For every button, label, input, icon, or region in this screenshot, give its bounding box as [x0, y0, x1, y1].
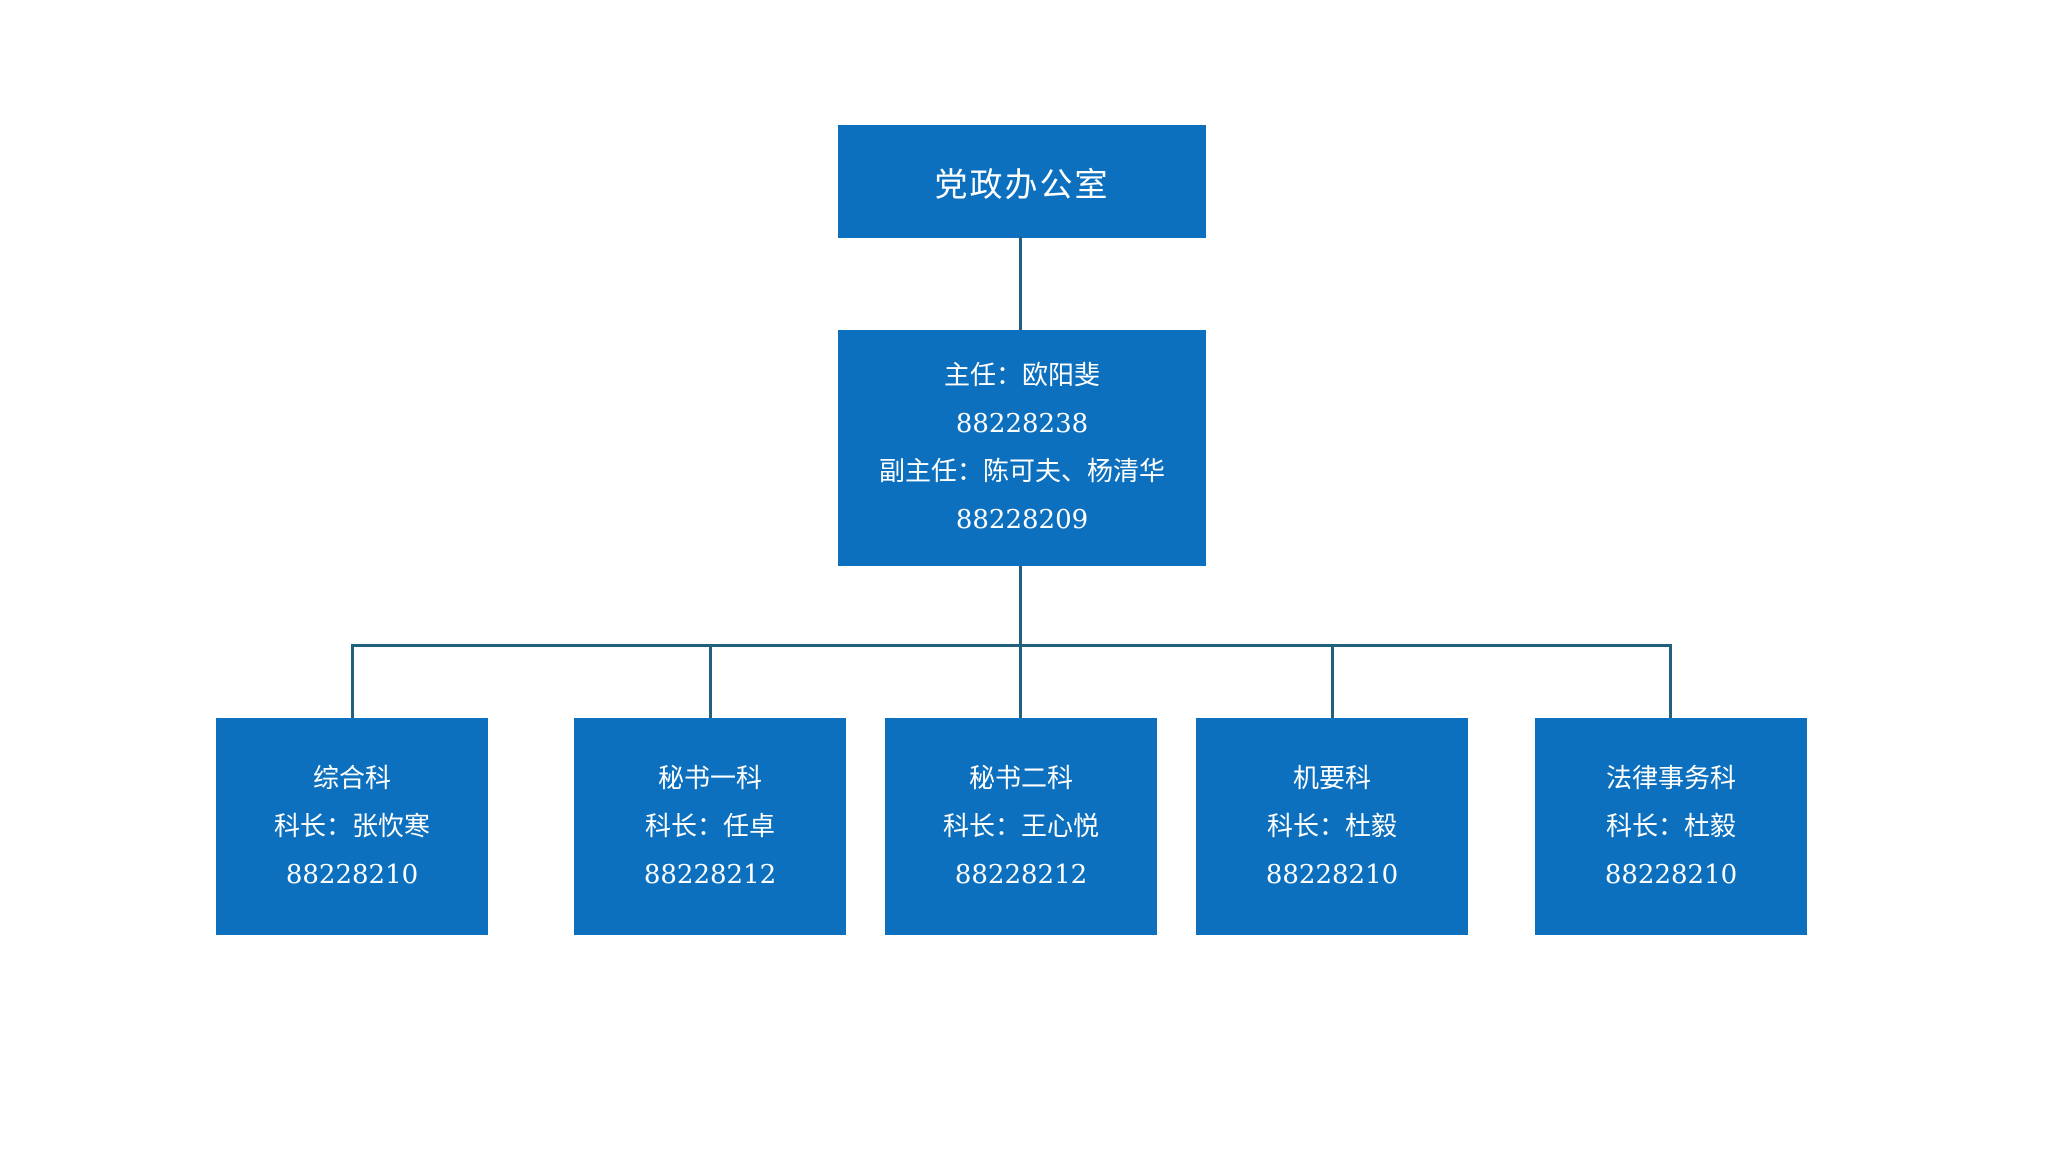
deputy-directors: 副主任：陈可夫、杨清华 [878, 457, 1165, 487]
dept-name: 秘书一科 [657, 763, 762, 794]
dept-name: 机要科 [1292, 763, 1371, 794]
director-phone: 88228238 [955, 409, 1089, 439]
dept-head: 科长：杜毅 [1266, 811, 1397, 842]
dept-name: 综合科 [312, 763, 391, 794]
dept-head: 科长：张忺寒 [273, 811, 430, 842]
org-dept-box-general: 综合科 科长：张忺寒 88228210 [216, 718, 488, 935]
dept-head: 科长：任卓 [644, 811, 775, 842]
dept-phone: 88228210 [1604, 859, 1738, 890]
director-name: 主任：欧阳斐 [943, 361, 1100, 391]
org-dept-box-secretary-2: 秘书二科 科长：王心悦 88228212 [885, 718, 1157, 935]
deputy-phone: 88228209 [955, 505, 1089, 535]
dept-phone: 88228212 [954, 859, 1088, 890]
org-root-title: 党政办公室 [934, 164, 1110, 204]
org-root-box: 党政办公室 [838, 125, 1206, 238]
org-dept-box-legal-affairs: 法律事务科 科长：杜毅 88228210 [1535, 718, 1807, 935]
connector-drop-dept-4 [1331, 644, 1334, 719]
org-director-box: 主任：欧阳斐 88228238 副主任：陈可夫、杨清华 88228209 [838, 330, 1206, 566]
connector-drop-dept-5 [1669, 644, 1672, 719]
dept-name: 法律事务科 [1605, 763, 1736, 794]
connector-drop-dept-1 [351, 644, 354, 719]
org-dept-box-confidential: 机要科 科长：杜毅 88228210 [1196, 718, 1468, 935]
org-dept-box-secretary-1: 秘书一科 科长：任卓 88228212 [574, 718, 846, 935]
dept-head: 科长：杜毅 [1605, 811, 1736, 842]
dept-phone: 88228210 [1265, 859, 1399, 890]
connector-drop-dept-2 [709, 644, 712, 719]
dept-name: 秘书二科 [968, 763, 1073, 794]
connector-horizontal-bar [351, 644, 1672, 647]
connector-director-to-departments [1019, 566, 1022, 719]
connector-root-to-director [1019, 237, 1022, 331]
dept-phone: 88228210 [285, 859, 419, 890]
dept-head: 科长：王心悦 [942, 811, 1099, 842]
dept-phone: 88228212 [643, 859, 777, 890]
